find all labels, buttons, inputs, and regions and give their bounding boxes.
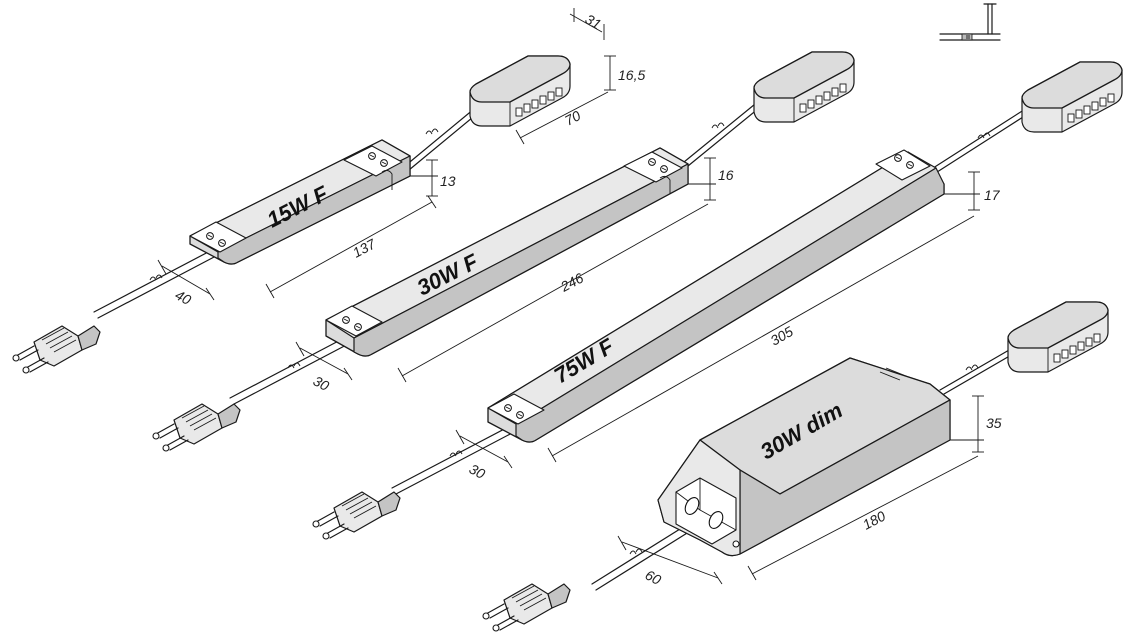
dim-cable-30w: 30 <box>311 373 332 395</box>
driver-75w: 75W F <box>391 105 1035 495</box>
mounting-profile-icon <box>939 3 1001 41</box>
plug-icon <box>12 325 101 374</box>
plug-icon <box>152 403 241 452</box>
driver-15w: 15W F <box>93 103 485 319</box>
plug-icon <box>312 491 401 540</box>
dim-height-75w: 17 <box>984 187 1001 203</box>
dim-height-30w-dim: 35 <box>986 415 1002 431</box>
dim-height-15w: 13 <box>440 173 456 189</box>
cable-break-marks <box>149 122 991 555</box>
dim-distributor-width: 31 <box>583 11 604 33</box>
dim-height-30w: 16 <box>718 167 734 183</box>
distributor-box-icon <box>1007 301 1109 373</box>
dim-cable-75w: 30 <box>467 461 488 483</box>
dim-distributor-length: 70 <box>562 107 583 129</box>
dim-length-30w: 246 <box>557 269 586 295</box>
dim-cable-30w-dim: 60 <box>643 567 664 589</box>
driver-30w-dim: 30W dim <box>591 345 1021 591</box>
dim-length-30w-dim: 180 <box>860 507 888 532</box>
dim-distributor-height: 16,5 <box>618 67 645 83</box>
distributor-box-icon <box>1021 61 1123 133</box>
distributor-box-icon <box>753 51 855 123</box>
driver-30w: 30W F <box>229 99 765 405</box>
distributor-box-icon <box>469 55 571 127</box>
dim-cable-15w: 40 <box>173 287 194 309</box>
plug-icon <box>482 583 571 632</box>
dimension-lines <box>157 8 984 585</box>
dim-length-75w: 305 <box>768 323 796 349</box>
dim-length-15w: 137 <box>350 235 379 261</box>
